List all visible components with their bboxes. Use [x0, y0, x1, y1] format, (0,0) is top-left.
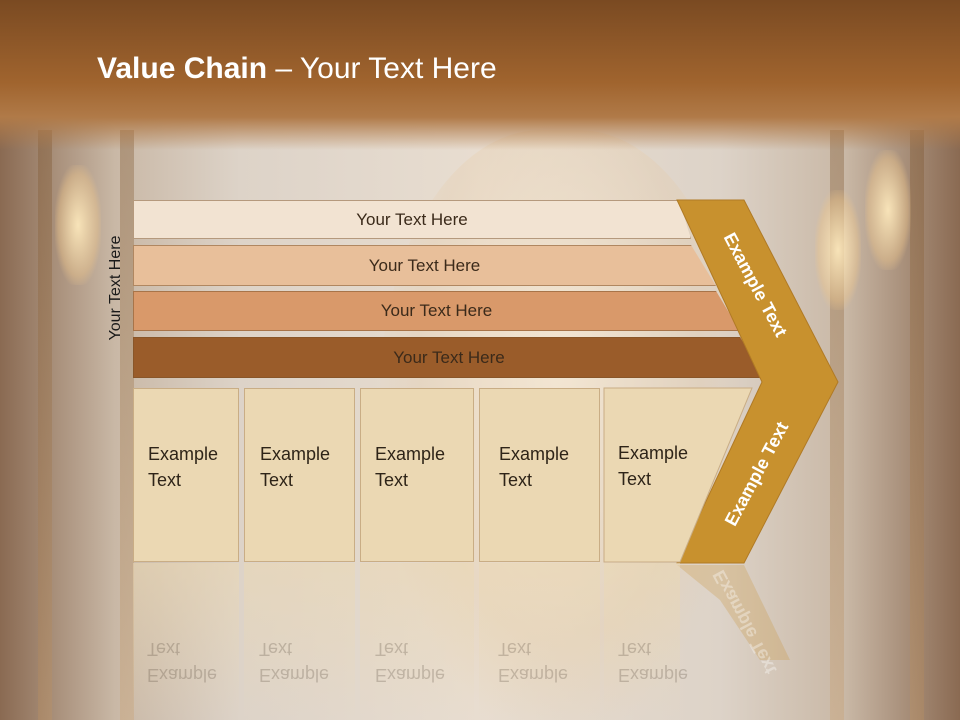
- slide-title: Value Chain – Your Text Here: [97, 52, 497, 86]
- chevron-reflection: [677, 565, 790, 660]
- box-reflection: [479, 563, 600, 720]
- title-bold: Value Chain: [97, 52, 268, 85]
- box-line1: Example: [499, 444, 570, 464]
- box-line2: Text: [375, 470, 409, 490]
- background-lamp: [865, 150, 911, 270]
- background-pillar: [910, 130, 924, 720]
- header-band: [0, 0, 960, 150]
- box-line1: Example: [260, 444, 331, 464]
- background-pillar: [38, 130, 52, 720]
- box-reflection: [360, 563, 474, 720]
- box-reflection: [604, 563, 680, 720]
- box-5-arrow: [603, 387, 753, 563]
- box-line2: Text: [260, 470, 294, 490]
- background-pillar: [120, 130, 134, 720]
- box-line2: Text: [148, 470, 182, 490]
- box-line1: Example: [148, 444, 219, 464]
- background-lamp: [815, 190, 861, 310]
- box-line2: Text: [618, 469, 652, 489]
- bar-1: Your Text Here: [133, 200, 691, 239]
- box-reflection: [244, 563, 355, 720]
- bar-3: Your Text Here: [133, 291, 740, 331]
- box-line2: Text: [499, 470, 533, 490]
- bar-4: Your Text Here: [133, 337, 765, 378]
- box-line1: Example: [375, 444, 446, 464]
- box-line1: Example: [618, 443, 689, 463]
- title-rest: – Your Text Here: [267, 52, 497, 85]
- bar-2: Your Text Here: [133, 245, 716, 286]
- chevron-shape: [676, 199, 839, 564]
- box-reflection: [133, 563, 239, 720]
- background-lamp: [55, 165, 101, 285]
